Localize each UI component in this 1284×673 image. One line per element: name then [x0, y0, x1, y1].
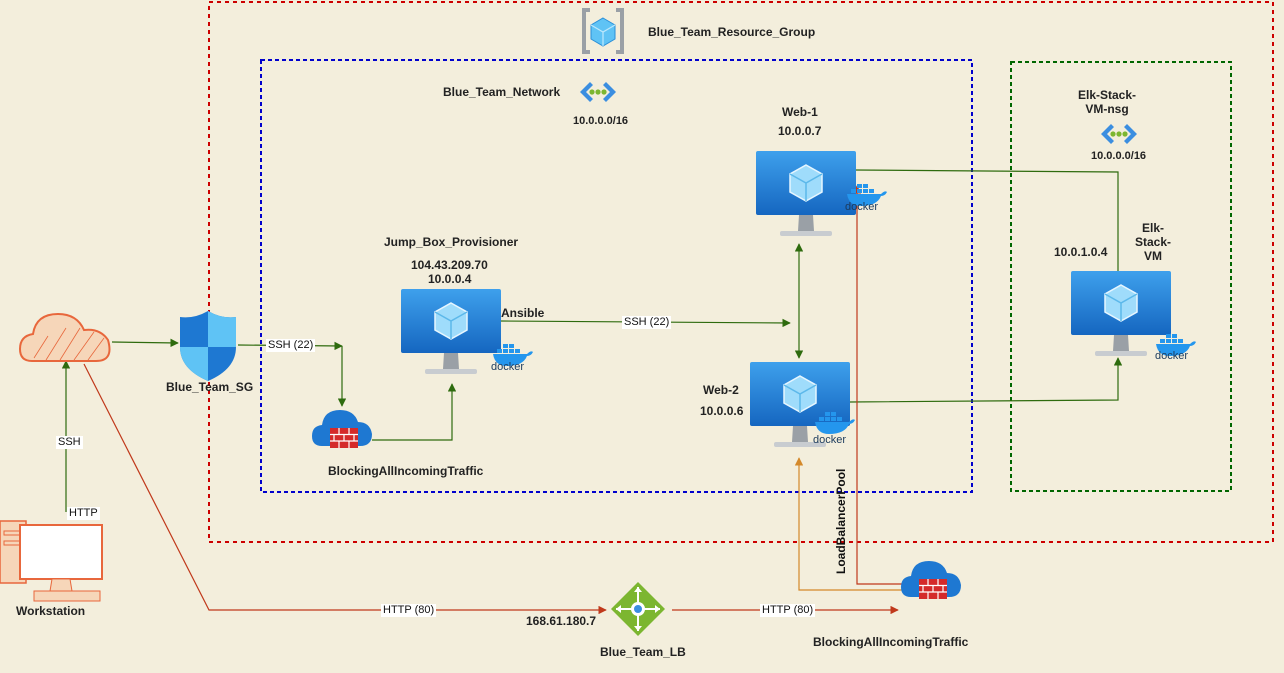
network-cidr: 10.0.0.0/16 — [573, 115, 629, 127]
workstation-label: Workstation — [16, 604, 86, 618]
elk-vnet-icon — [1101, 124, 1137, 144]
security-group-label: Blue_Team_SG — [166, 380, 254, 394]
edge-pool-to-web1 — [852, 185, 905, 585]
docker-text: docker — [491, 361, 525, 373]
web2-ip: 10.0.0.6 — [700, 404, 744, 418]
green-connections — [61, 169, 1123, 512]
jumpbox-label: Jump_Box_Provisioner — [384, 235, 519, 249]
ansible-label: Ansible — [501, 306, 545, 320]
security-group-shield-icon — [180, 311, 236, 381]
edge-cloud-to-sg — [111, 338, 179, 348]
edge-firewall-to-jumpbox — [372, 383, 457, 441]
edge-label-ssh-sg: SSH (22) — [266, 339, 316, 352]
elk-nsg-boundary — [1010, 61, 1232, 492]
elk-nsg-cidr: 10.0.0.0/16 — [1091, 150, 1147, 162]
elk-nsg-label: Elk-Stack- VM-nsg — [1077, 88, 1137, 116]
docker-text: docker — [813, 434, 847, 446]
web2-label: Web-2 — [703, 383, 739, 397]
firewall-network-label: BlockingAllIncomingTraffic — [328, 464, 484, 478]
docker-text: docker — [845, 201, 879, 213]
edge-pool-to-web2 — [794, 457, 905, 591]
firewall-lb-label: BlockingAllIncomingTraffic — [813, 635, 969, 649]
firewall-network-icon — [311, 409, 373, 449]
edge-label-http: HTTP — [67, 507, 100, 520]
firewall-lb-icon — [900, 560, 962, 600]
edge-label-http-lb: HTTP (80) — [381, 604, 437, 617]
web1-ip: 10.0.0.7 — [778, 124, 822, 138]
docker-text: docker — [1155, 350, 1189, 362]
workstation-icon — [0, 520, 103, 602]
web1-label: Web-1 — [782, 105, 818, 119]
edge-label-ssh-jumpbox: SSH (22) — [622, 316, 672, 329]
virtual-network-icon — [580, 82, 616, 102]
web1-vm-icon — [755, 150, 857, 237]
elk-vm-icon — [1070, 270, 1172, 357]
elk-vm-label: Elk- Stack- VM — [1134, 221, 1172, 263]
elk-vm-ip: 10.0.1.0.4 — [1054, 245, 1108, 259]
edge-label-ssh: SSH — [56, 436, 83, 449]
network-boundary — [260, 59, 973, 493]
load-balancer-icon — [611, 582, 665, 636]
edge-web2-to-elk — [849, 357, 1123, 403]
jumpbox-vm-icon — [400, 288, 502, 375]
internet-cloud-icon — [18, 312, 111, 362]
load-balancer-label: Blue_Team_LB — [600, 645, 686, 659]
edge-cloud-to-lb — [83, 363, 607, 615]
jumpbox-private-ip: 10.0.0.4 — [428, 272, 472, 286]
resource-group-boundary — [208, 1, 1274, 543]
resource-group-label: Blue_Team_Resource_Group — [648, 25, 816, 39]
load-balancer-ip: 168.61.180.7 — [526, 614, 597, 628]
resource-group-icon — [582, 8, 624, 54]
edge-label-http-fw: HTTP (80) — [760, 604, 816, 617]
jumpbox-public-ip: 104.43.209.70 — [411, 258, 488, 272]
network-label: Blue_Team_Network — [443, 85, 561, 99]
edge-web1-to-elk — [854, 169, 1123, 299]
edge-label-backend-pool: LoadBalancerPool — [834, 468, 848, 574]
